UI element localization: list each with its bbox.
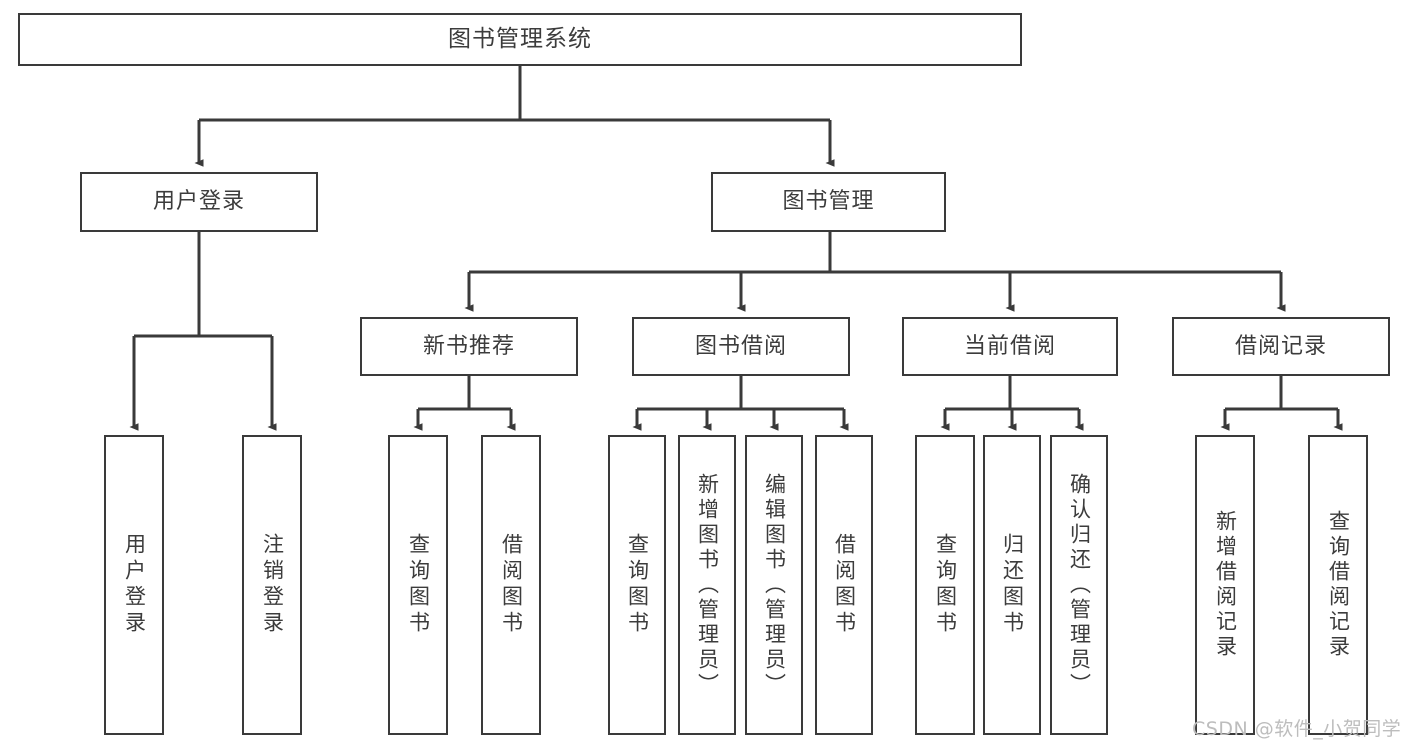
leaf-query-borrow-record[interactable]: 查询借阅记录 (1308, 435, 1368, 735)
leaf-logout[interactable]: 注销登录 (242, 435, 302, 735)
node-label: 用户登录 (122, 533, 147, 637)
node-label: 确认归还（管理员） (1067, 472, 1092, 698)
leaf-query-books-recommend[interactable]: 查询图书 (388, 435, 448, 735)
node-label: 注销登录 (260, 533, 285, 637)
leaf-query-books-current[interactable]: 查询图书 (915, 435, 975, 735)
node-book-management[interactable]: 图书管理 (711, 172, 946, 232)
leaf-return-book[interactable]: 归还图书 (983, 435, 1041, 735)
node-label: 用户登录 (152, 189, 245, 215)
leaf-query-books-borrow[interactable]: 查询图书 (608, 435, 666, 735)
node-user-login[interactable]: 用户登录 (80, 172, 318, 232)
node-book-borrow[interactable]: 图书借阅 (632, 317, 850, 376)
node-label: 图书管理系统 (448, 25, 592, 52)
node-label: 查询图书 (406, 533, 431, 637)
node-label: 查询图书 (625, 533, 650, 637)
node-label: 归还图书 (1000, 533, 1025, 637)
leaf-lend-book[interactable]: 借阅图书 (815, 435, 873, 735)
node-label: 图书借阅 (694, 333, 787, 359)
leaf-confirm-return-admin[interactable]: 确认归还（管理员） (1050, 435, 1108, 735)
csdn-watermark: CSDN @软件_小贺同学 (1192, 718, 1402, 740)
node-label: 借阅记录 (1234, 333, 1327, 359)
node-root-system[interactable]: 图书管理系统 (18, 13, 1022, 66)
node-label: 当前借阅 (963, 333, 1056, 359)
node-label: 编辑图书（管理员） (762, 472, 787, 698)
node-new-book-recommend[interactable]: 新书推荐 (360, 317, 578, 376)
leaf-add-book-admin[interactable]: 新增图书（管理员） (678, 435, 736, 735)
node-label: 借阅图书 (832, 533, 857, 637)
node-current-borrow[interactable]: 当前借阅 (902, 317, 1118, 376)
leaf-user-login[interactable]: 用户登录 (104, 435, 164, 735)
node-borrow-records[interactable]: 借阅记录 (1172, 317, 1390, 376)
node-label: 借阅图书 (499, 533, 524, 637)
node-label: 查询图书 (933, 533, 958, 637)
leaf-edit-book-admin[interactable]: 编辑图书（管理员） (745, 435, 803, 735)
node-label: 图书管理 (782, 189, 875, 215)
node-label: 新书推荐 (422, 333, 515, 359)
node-label: 查询借阅记录 (1326, 510, 1351, 660)
leaf-add-borrow-record[interactable]: 新增借阅记录 (1195, 435, 1255, 735)
node-label: 新增借阅记录 (1213, 510, 1238, 660)
leaf-borrow-books-recommend[interactable]: 借阅图书 (481, 435, 541, 735)
node-label: 新增图书（管理员） (695, 472, 720, 698)
